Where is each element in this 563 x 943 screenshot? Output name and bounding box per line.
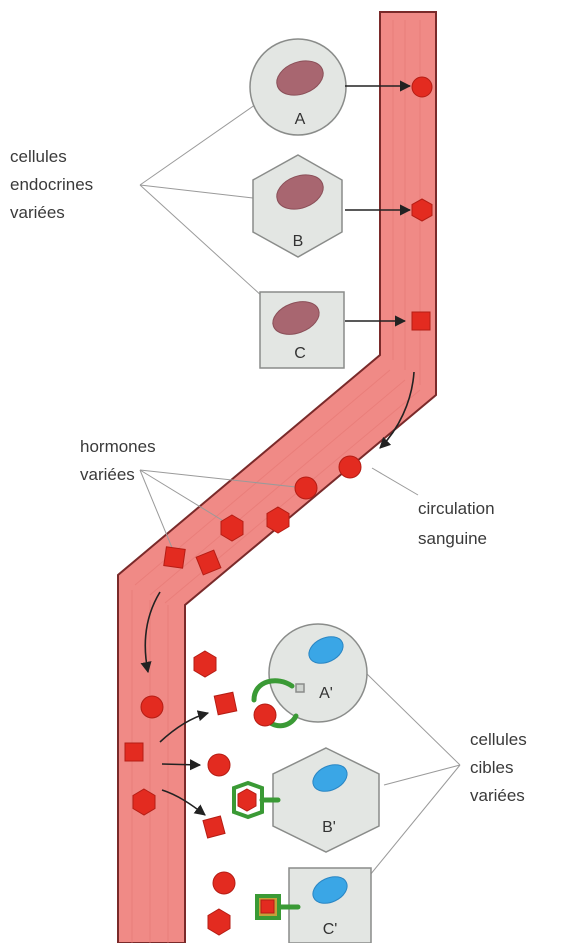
square-hormone-icon [125, 743, 143, 761]
square-hormone-icon [164, 547, 185, 568]
target-cell-a: A' [269, 624, 367, 722]
square-hormone-icon [214, 692, 237, 715]
cell-label-b: B [293, 233, 304, 250]
round-hormone-icon [141, 696, 163, 718]
round-hormone-icon [254, 704, 276, 726]
round-hormone-icon [208, 754, 230, 776]
cell-label-a-prime: A' [319, 685, 333, 702]
hexagon-hormone-icon [238, 789, 256, 811]
cell-label-c-prime: C' [323, 921, 338, 938]
target-cell-b: B' [273, 748, 379, 852]
target-label-line-3: variées [470, 786, 525, 805]
circulation-label-line-2: sanguine [418, 529, 487, 548]
square-hormone-icon [261, 900, 274, 913]
hormones-label: hormones variées [80, 437, 156, 484]
target-label-line-1: cellules [470, 730, 527, 749]
hexagon-hormone-icon [194, 651, 216, 677]
endocrine-label-line-3: variées [10, 203, 65, 222]
cell-label-c: C [294, 345, 306, 362]
endocrine-cell-b: B [253, 155, 342, 257]
cell-label-b-prime: B' [322, 819, 336, 836]
round-hormone-icon [295, 477, 317, 499]
exit-arrow-icon [162, 764, 200, 765]
endocrine-cell-c: C [260, 292, 344, 368]
hexagon-hormone-icon [412, 199, 432, 221]
circulation-label-line-1: circulation [418, 499, 495, 518]
endocrine-cell-a: A [250, 39, 346, 135]
round-hormone-icon [213, 872, 235, 894]
target-label-line-2: cibles [470, 758, 513, 777]
hexagon-hormone-icon [208, 909, 230, 935]
square-hormone-icon [203, 816, 225, 838]
hormones-label-line-1: hormones [80, 437, 156, 456]
cell-label-a: A [295, 111, 306, 128]
round-hormone-icon [412, 77, 432, 97]
target-cell-c: C' [289, 868, 371, 943]
round-hormone-icon [339, 456, 361, 478]
hormones-label-line-2: variées [80, 465, 135, 484]
circulation-label: circulation sanguine [418, 499, 495, 548]
endocrine-label-line-2: endocrines [10, 175, 93, 194]
endocrine-label-line-1: cellules [10, 147, 67, 166]
square-hormone-icon [412, 312, 430, 330]
endocrine-label: cellules endocrines variées [10, 147, 93, 222]
target-label: cellules cibles variées [470, 730, 527, 805]
